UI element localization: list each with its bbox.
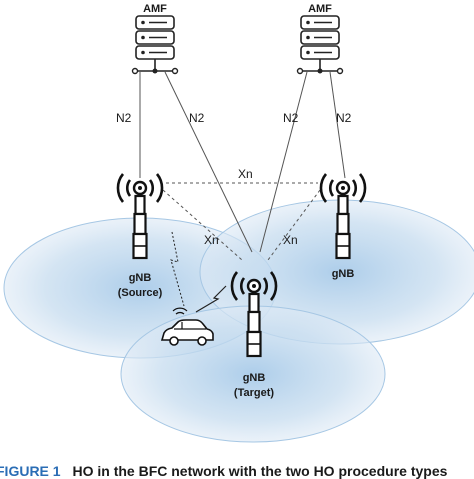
figure-caption: FIGURE 1 HO in the BFC network with the …: [0, 463, 448, 479]
amf-left: AMF: [131, 3, 179, 75]
gnb-target: gNB (Target): [230, 270, 278, 399]
gnb-target-role: (Target): [234, 387, 274, 399]
n2-links: [139, 71, 346, 253]
gnb-source-label: gNB: [129, 272, 152, 284]
server-icon: [296, 15, 344, 75]
amf-left-label: AMF: [143, 3, 167, 15]
xn-links: [162, 182, 321, 261]
gnb-right-label: gNB: [332, 268, 355, 280]
gnb-right: gNB: [319, 172, 367, 280]
n2-label-3: N2: [283, 111, 299, 125]
car-icon: [160, 307, 214, 346]
amf-right: AMF: [296, 3, 344, 75]
n2-label-4: N2: [336, 111, 352, 125]
server-icon: [131, 15, 179, 75]
gnb-source: gNB (Source): [116, 172, 164, 299]
xn-label-top: Xn: [238, 167, 253, 181]
xn-right-target: [267, 189, 321, 261]
n2-right-amf-right: [329, 71, 346, 179]
lightning-signal-icon: [170, 231, 185, 307]
amf-right-label: AMF: [308, 3, 332, 15]
xn-label-right: Xn: [283, 233, 298, 247]
gnb-target-label: gNB: [243, 372, 266, 384]
lightning-signal-icon: [195, 285, 227, 313]
gnb-source-role: (Source): [118, 287, 163, 299]
n2-label-2: N2: [189, 111, 205, 125]
caption-number: FIGURE 1: [0, 463, 61, 479]
n2-left-amf-target: [164, 71, 253, 253]
caption-text: HO in the BFC network with the two HO pr…: [72, 463, 447, 479]
n2-right-amf-target: [259, 71, 308, 253]
n2-label-1: N2: [116, 111, 132, 125]
xn-label-left: Xn: [204, 233, 219, 247]
